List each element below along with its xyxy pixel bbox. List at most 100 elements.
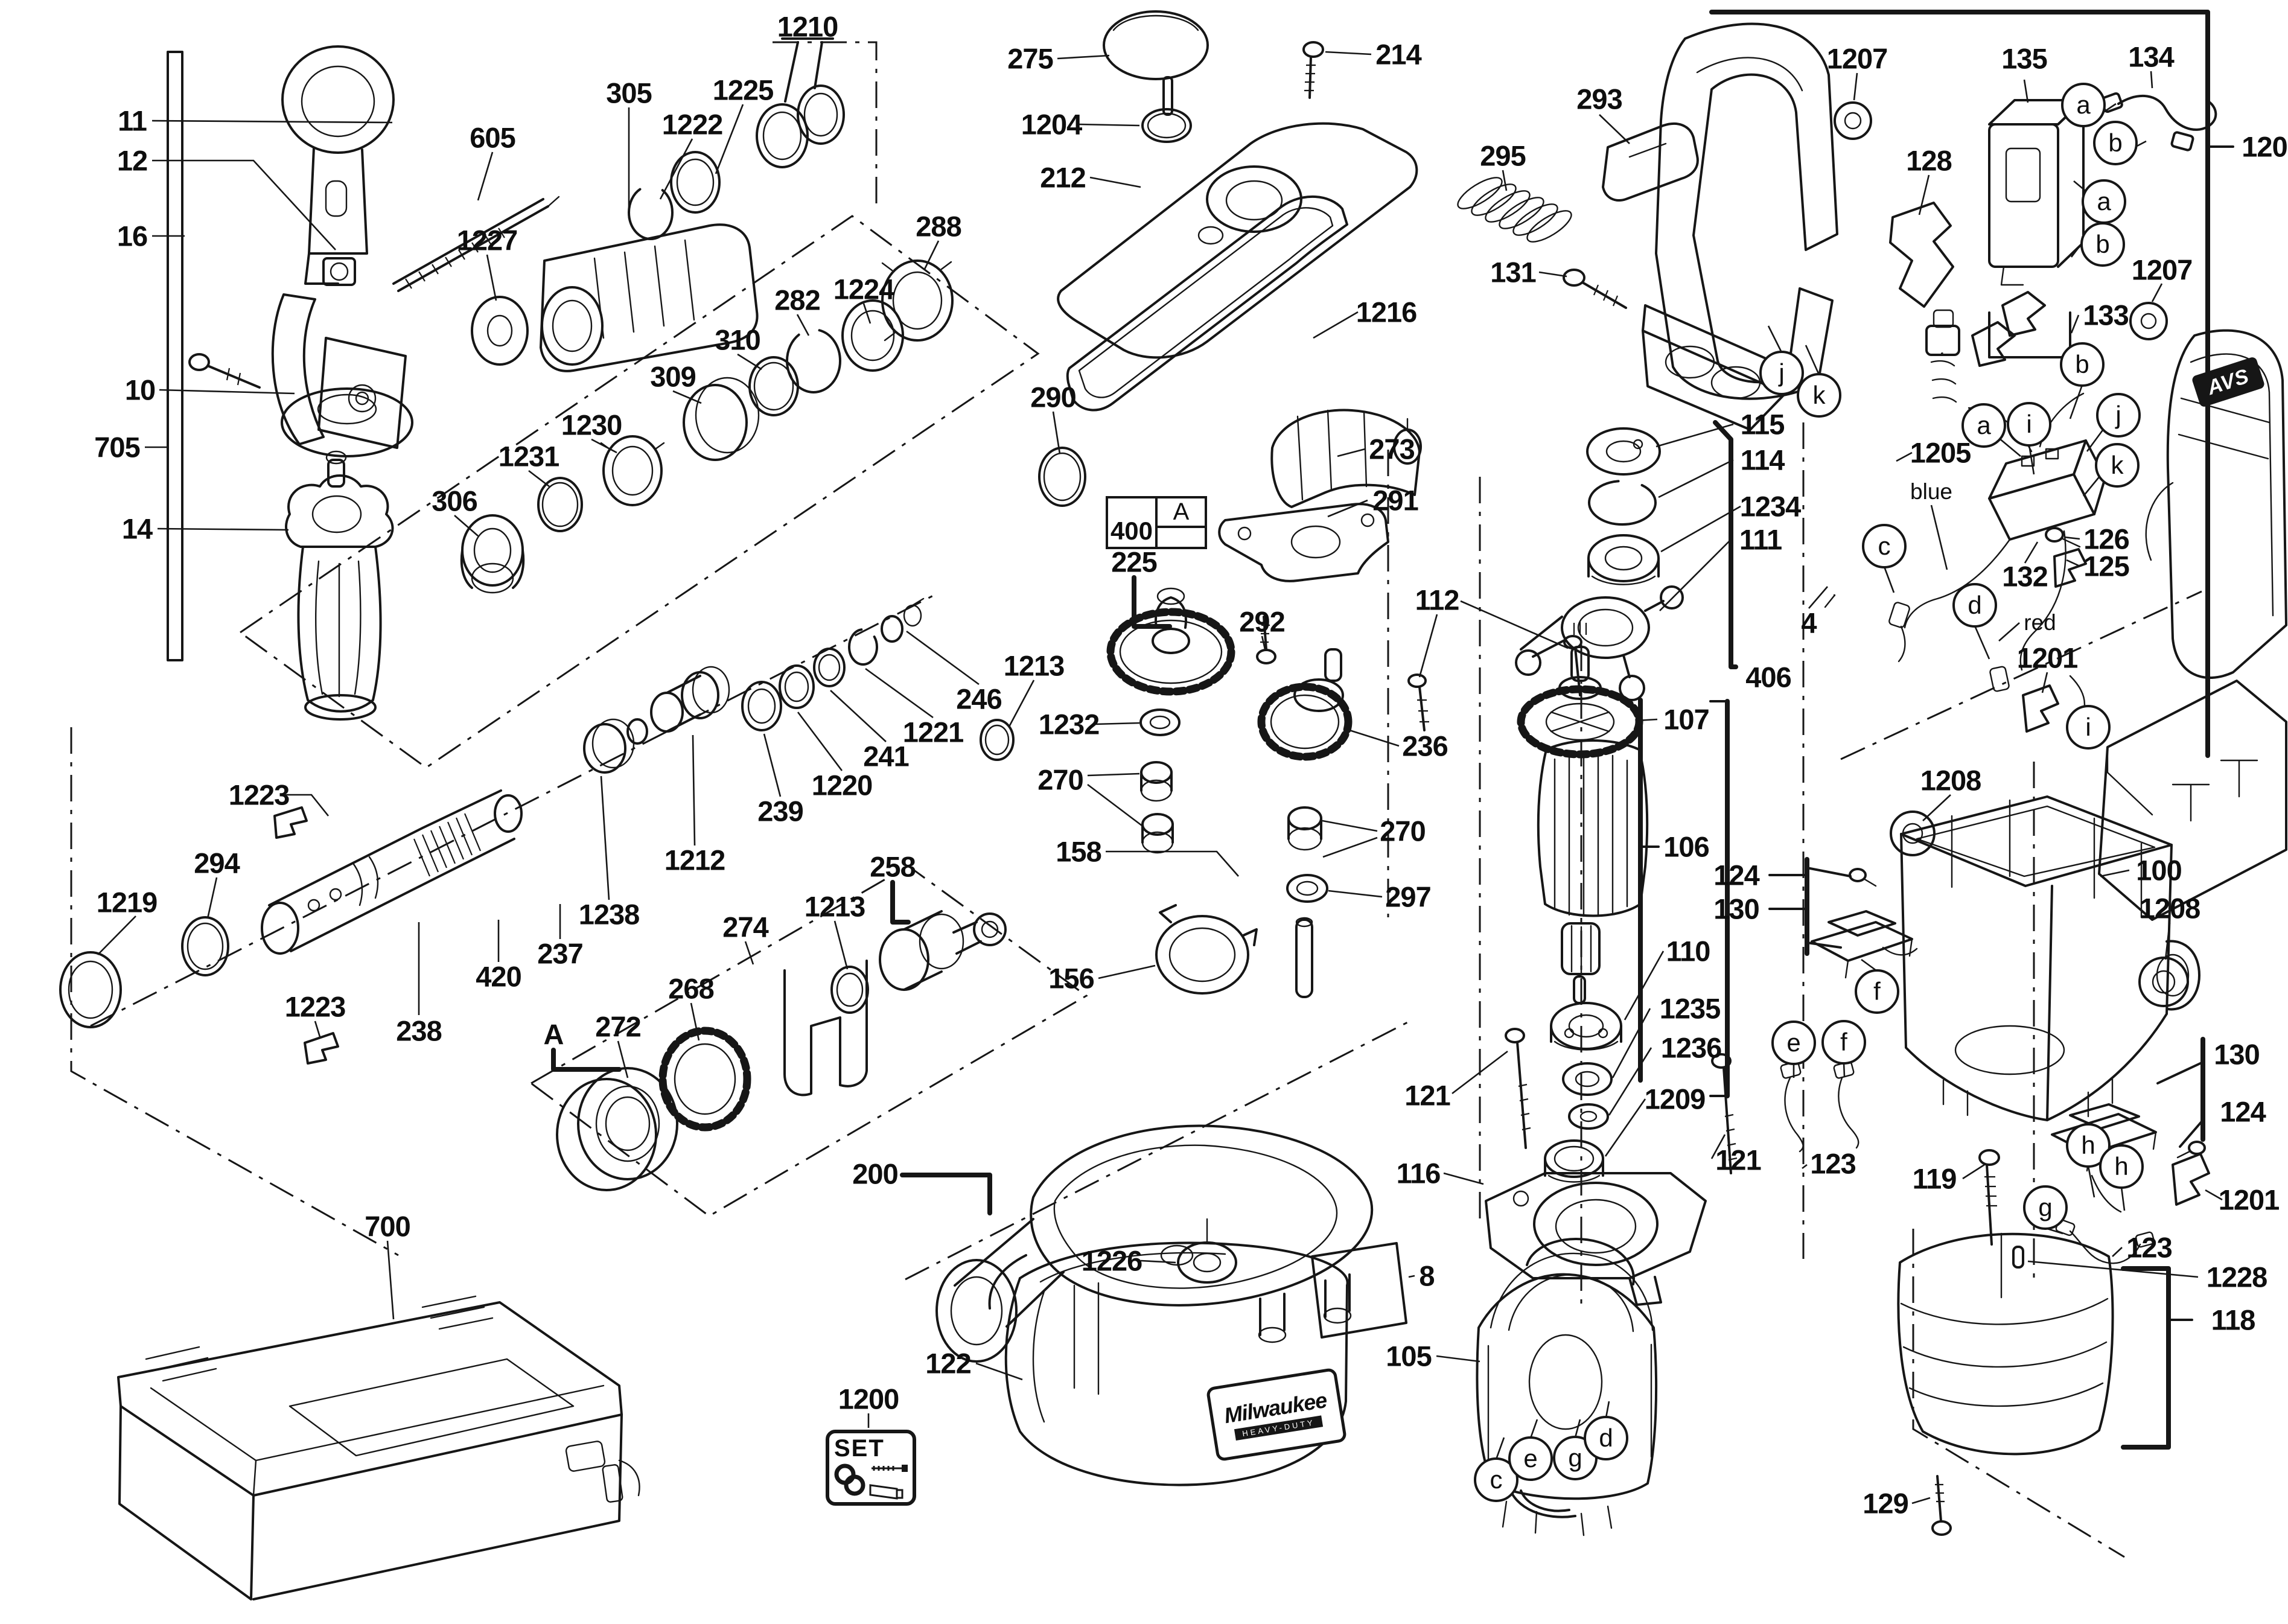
side-handle-drawing [167,45,413,721]
part-label-705: 705 [94,431,140,463]
motor-housing-drawing [1890,795,2200,1121]
part-label-290: 290 [1030,381,1076,413]
brush-lead-wires-drawing [1780,1061,1859,1153]
part-label-406: 406 [1745,661,1791,693]
part-label-133: 133 [2083,299,2129,331]
motor-screws-drawing [1505,1028,1738,1174]
part-label-123: 123 [2126,1231,2172,1264]
callout-letter-d: d [1952,583,1997,628]
part-label-305: 305 [606,77,652,109]
part-label-268: 268 [668,972,714,1005]
part-label-132: 132 [2002,560,2048,593]
callout-letter-g: g [2023,1185,2068,1230]
part-label-225: 225 [1111,546,1157,578]
part-label-1223: 1223 [284,990,346,1023]
switch-housing-drawing [1971,92,2217,367]
part-label-106: 106 [1663,830,1709,863]
part-label-1213: 1213 [1003,649,1065,682]
chuck-assembly-drawing [392,84,1086,594]
callout-letter-a: a [2082,179,2126,224]
part-label-1205: 1205 [1910,436,1972,469]
clip-1201b-drawing [2172,1153,2210,1206]
kit-set-box: SET [826,1430,916,1506]
callout-letter-c: c [1862,524,1907,568]
part-label-1219: 1219 [96,886,158,919]
part-label-111: 111 [1739,523,1782,556]
callout-letter-k: k [1797,373,1841,418]
part-label-306: 306 [432,485,477,517]
part-label-1235: 1235 [1659,992,1721,1025]
part-label-112: 112 [1415,584,1460,616]
part-label-131: 131 [1490,256,1536,288]
part-label-274: 274 [722,911,768,943]
part-label-700: 700 [365,1210,410,1243]
clutch-piston-drawing [556,910,1007,1191]
part-label-125: 125 [2083,550,2129,582]
part-label-126: 126 [2083,523,2129,555]
part-label-1226: 1226 [1081,1244,1143,1277]
part-label-1212: 1212 [664,844,726,876]
part-label-120: 120 [2242,130,2287,163]
part-label-200: 200 [852,1157,898,1190]
part-label-605: 605 [470,121,515,154]
part-label-1236: 1236 [1660,1031,1722,1064]
part-label-237: 237 [537,937,583,970]
part-label-130: 130 [2214,1038,2260,1071]
kit-icons [834,1463,908,1500]
armature-drawing [1515,427,1684,1183]
callout-letter-d: d [1584,1416,1628,1460]
part-label-12: 12 [116,144,148,177]
part-label-10: 10 [124,374,156,406]
part-label-272: 272 [595,1010,641,1043]
part-label-105: 105 [1386,1340,1432,1372]
leader-lines [97,51,2223,1505]
motor-top-cover-drawing [1057,10,1418,412]
part-label-119: 119 [1912,1162,1957,1195]
part-label-1231: 1231 [498,440,560,473]
part-label-1223: 1223 [228,779,290,811]
bottom-cap-drawing [1897,1232,2114,1456]
part-label-158: 158 [1056,835,1101,868]
ground-wires-drawing [2055,1174,2155,1264]
part-label-1208: 1208 [2139,892,2201,925]
part-label-red: red [2024,610,2056,635]
part-label-241: 241 [863,740,909,772]
part-label-130: 130 [1713,893,1759,925]
part-label-1227: 1227 [456,224,518,256]
bracket-lines [551,10,2234,1450]
part-label-A: A [543,1018,564,1051]
part-label-100: 100 [2136,854,2182,887]
part-label-270: 270 [1380,815,1426,847]
part-label-118: 118 [2211,1304,2256,1336]
reference-table-empty-cell [1158,528,1205,547]
part-label-115: 115 [1740,408,1785,441]
part-label-292: 292 [1239,605,1285,638]
construction-lines [70,41,2202,1558]
part-label-1201: 1201 [2218,1183,2280,1216]
part-label-1216: 1216 [1356,296,1418,328]
part-label-1207: 1207 [1826,42,1888,75]
part-label-4: 4 [1801,607,1817,639]
callout-letter-b: b [2080,222,2125,267]
part-label-239: 239 [757,795,803,827]
part-label-1230: 1230 [561,409,623,441]
part-label-8: 8 [1419,1259,1435,1292]
part-label-1224: 1224 [833,273,895,305]
callout-letter-b: b [2093,121,2138,165]
part-label-420: 420 [476,960,521,993]
part-label-122: 122 [925,1347,971,1380]
callout-letter-e: e [1771,1021,1816,1065]
callout-letter-a: a [1961,403,2006,448]
callout-letter-b: b [2060,342,2105,387]
callout-letter-a: a [2061,83,2106,127]
part-label-295: 295 [1480,139,1526,172]
reference-table-letter: A [1158,498,1205,528]
callout-letter-i: i [2007,402,2051,447]
part-label-blue: blue [1910,479,1952,504]
part-label-121: 121 [1404,1079,1450,1112]
reference-table-400: 400 A [1106,496,1207,549]
part-label-1228: 1228 [2206,1261,2268,1293]
reference-table-number: 400 [1108,498,1158,547]
